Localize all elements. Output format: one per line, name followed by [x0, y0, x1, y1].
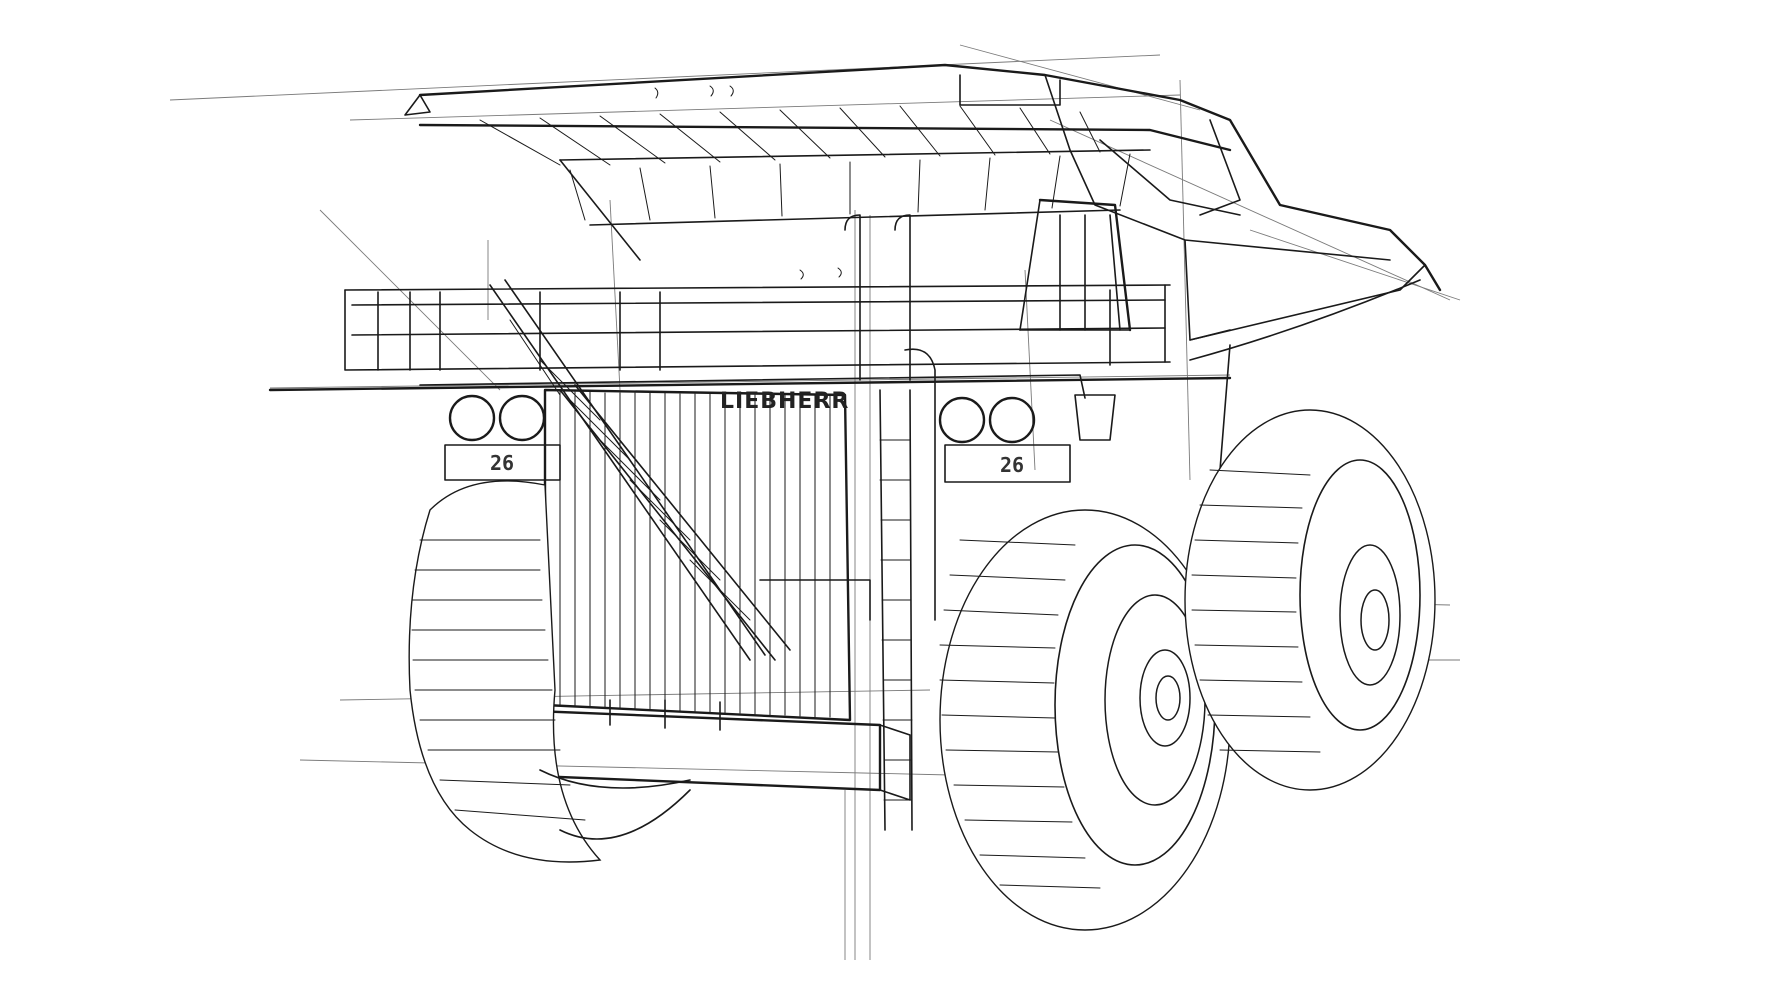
headlight-right-2	[988, 396, 1036, 444]
headlight-right-1	[938, 396, 986, 444]
headlight-left-1	[448, 394, 496, 442]
access-ladder	[844, 214, 936, 831]
deck-railing	[268, 198, 1232, 399]
dump-body	[404, 63, 1442, 471]
access-stairs	[489, 279, 871, 661]
tire-front-left	[408, 480, 691, 863]
sketch-marks	[654, 85, 842, 280]
headlight-left-2	[498, 394, 546, 442]
tire-front-right	[939, 509, 1231, 931]
radiator-grille: LIEBHERR	[543, 388, 852, 722]
tire-rear-right	[1184, 409, 1436, 791]
unit-number-left: 26	[490, 451, 514, 475]
unit-number-right: 26	[1000, 453, 1024, 477]
brand-logo: LIEBHERR	[720, 389, 849, 414]
headlights: 26 26	[444, 394, 1116, 483]
